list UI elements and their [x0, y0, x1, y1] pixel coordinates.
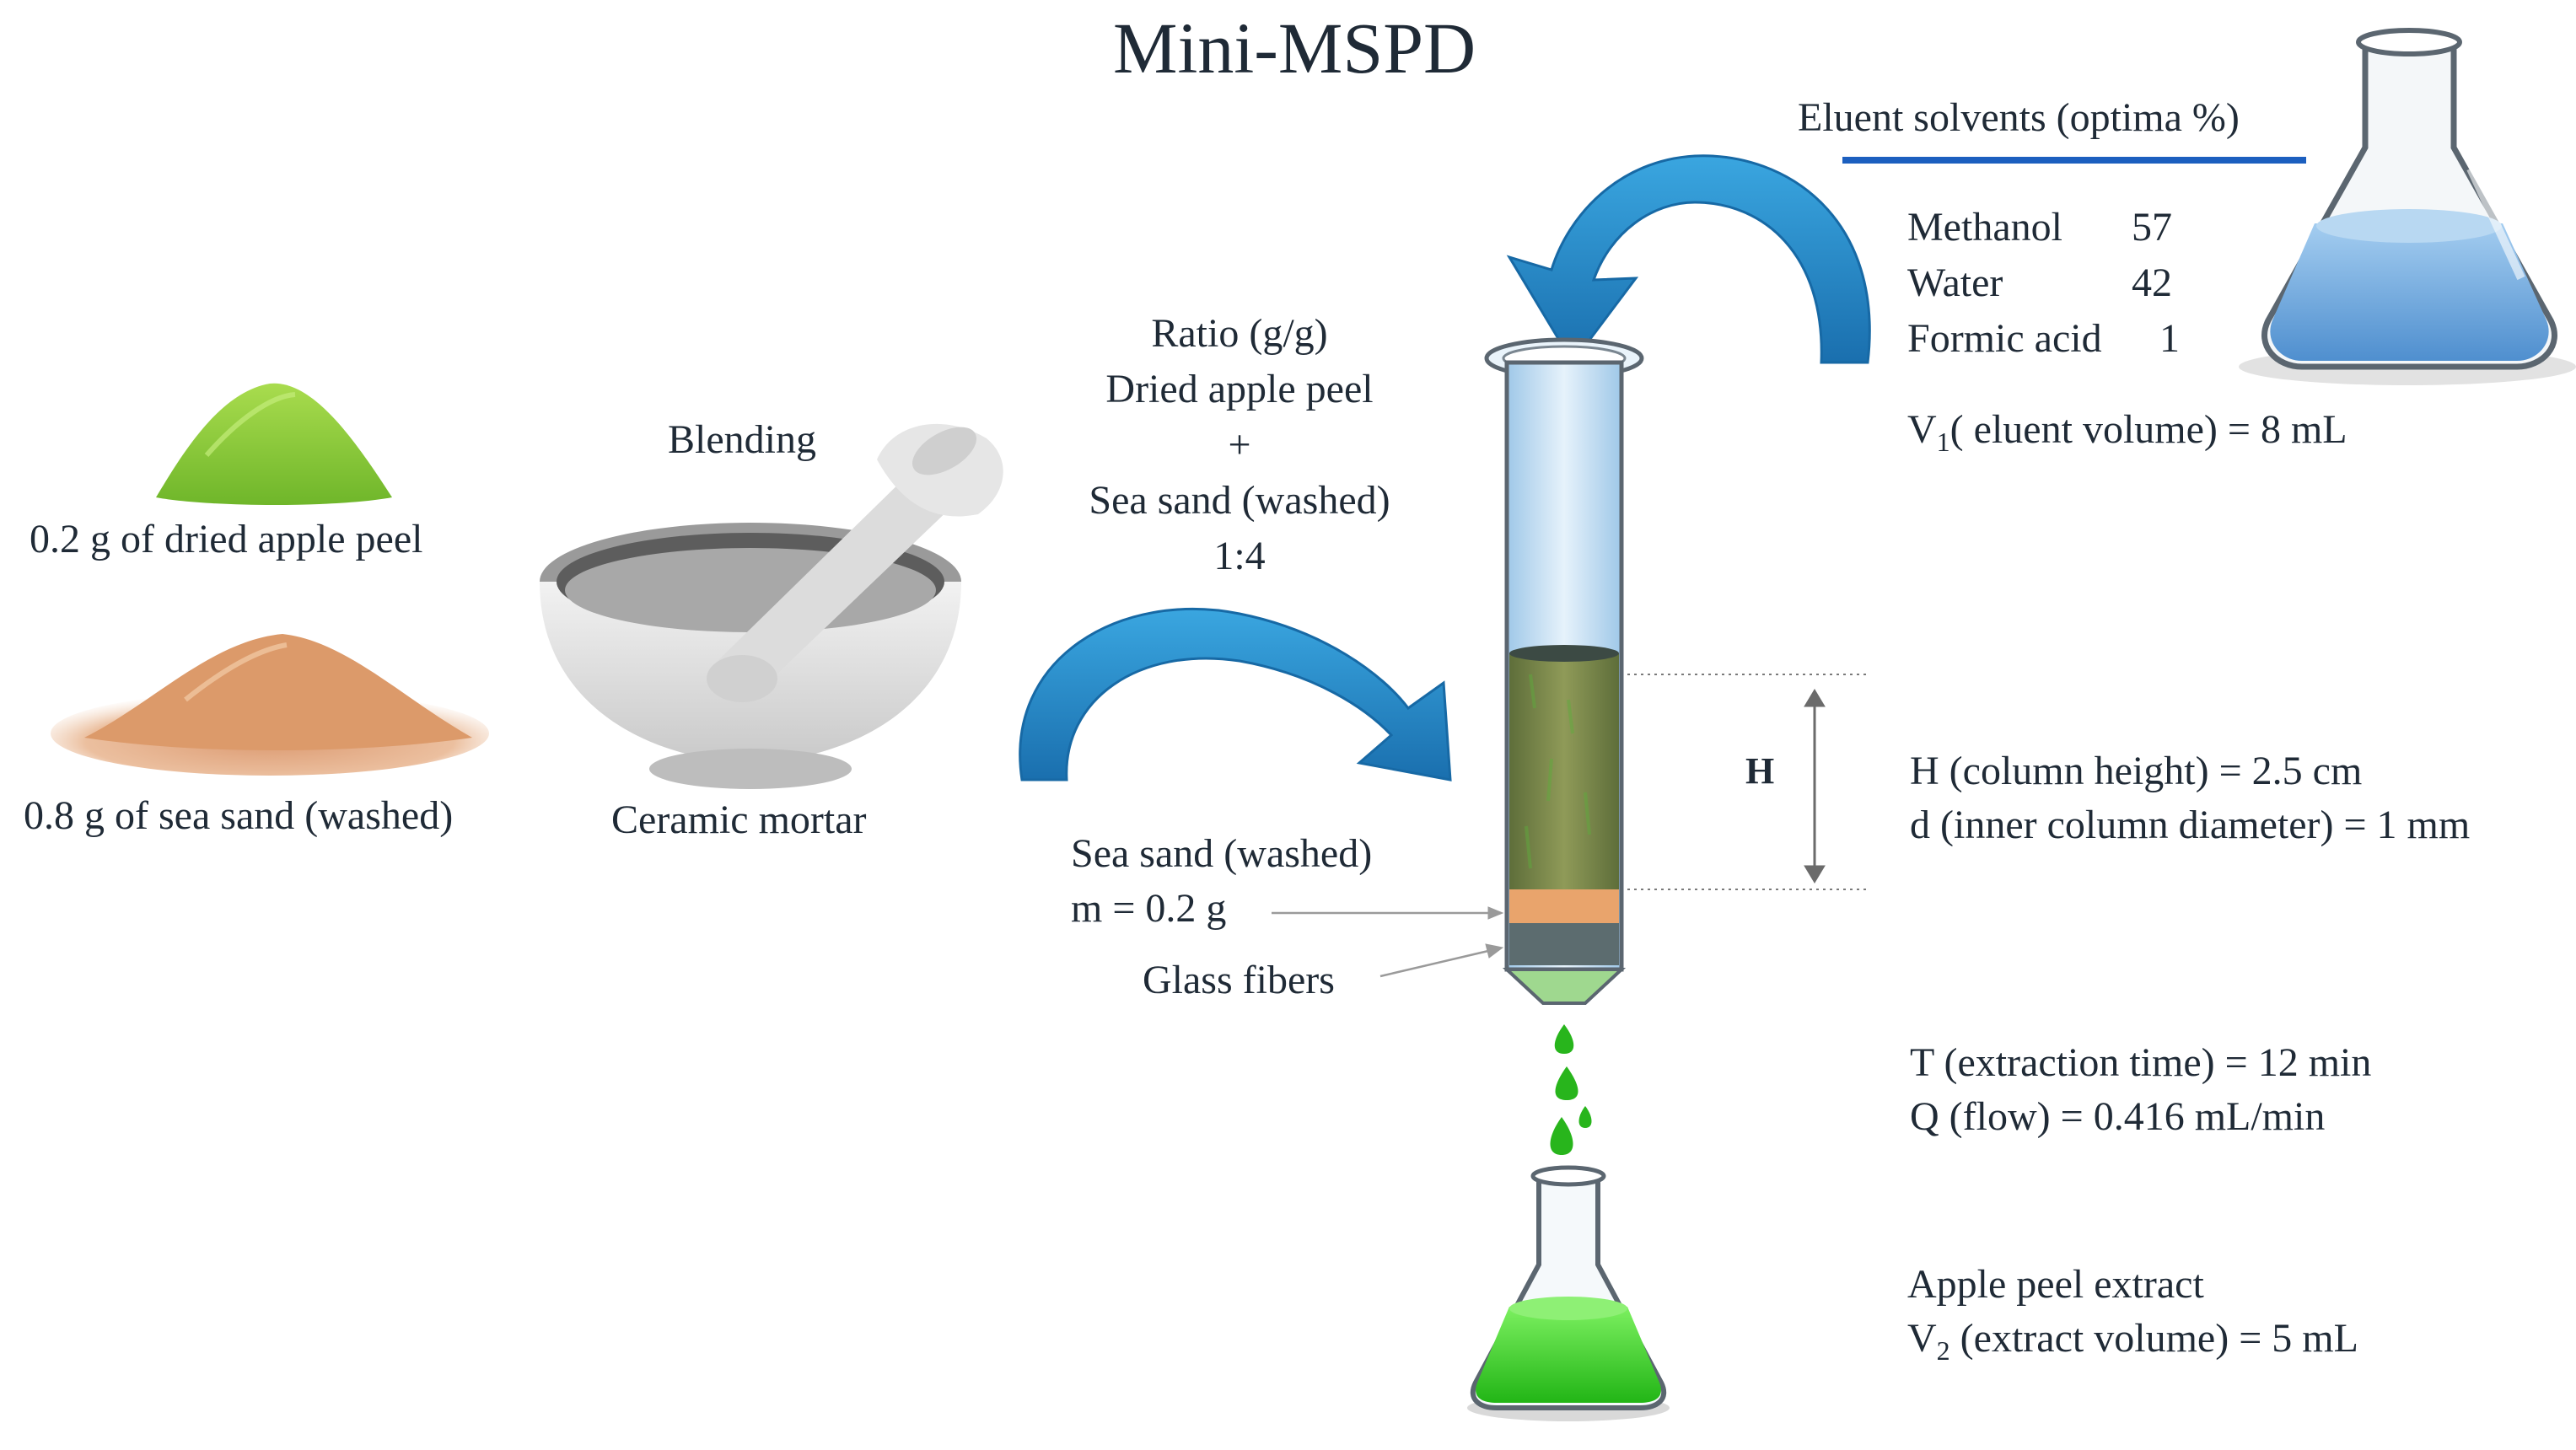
sea-sand-mass-label: m = 0.2 g	[1071, 886, 1227, 931]
ratio-line-1: Ratio (g/g)	[1151, 311, 1328, 356]
extract-flask-icon	[1467, 1165, 1670, 1421]
extract-volume-symbol: V	[1907, 1316, 1937, 1361]
ratio-line-5: 1:4	[1213, 534, 1266, 578]
flow-rate-label: Q (flow) = 0.416 mL/min	[1910, 1094, 2326, 1139]
solvent-row: Formic acid 1	[1907, 315, 2186, 371]
blending-label: Blending	[668, 417, 816, 462]
solvent-name: Methanol	[1907, 205, 2062, 250]
solvent-percent: 57	[2132, 205, 2172, 250]
ratio-line-3: +	[1228, 422, 1251, 467]
transfer-arrow-icon	[1019, 607, 1452, 781]
mortar-pestle-icon	[540, 423, 1003, 789]
solvent-name: Formic acid	[1907, 316, 2102, 361]
eluent-volume-symbol: V	[1907, 407, 1937, 452]
sea-sand-layer-label: Sea sand (washed)	[1071, 831, 1373, 876]
apple-peel-label: 0.2 g of dried apple peel	[30, 517, 423, 561]
solvent-percent: 1	[2159, 316, 2180, 361]
eluent-heading-underline	[1842, 157, 2306, 164]
extract-volume-label: V2 (extract volume) = 5 mL	[1907, 1315, 2358, 1364]
sea-sand-pointer	[1272, 906, 1504, 920]
eluent-volume-label: V1( eluent volume) = 8 mL	[1907, 406, 2347, 455]
solvent-percent: 42	[2132, 260, 2172, 305]
diagram-title: Mini-MSPD	[1113, 8, 1476, 89]
eluent-heading: Eluent solvents (optima %)	[1798, 95, 2240, 140]
mspd-column-icon	[1484, 337, 1644, 1005]
apple-peel-powder-icon	[156, 383, 392, 505]
height-double-arrow	[1804, 689, 1826, 883]
extract-volume-subscript: 2	[1936, 1335, 1950, 1366]
ratio-line-2: Dried apple peel	[1105, 367, 1374, 411]
ratio-block: Ratio (g/g) Dried apple peel + Sea sand …	[1029, 310, 1450, 588]
column-height-label: H (column height) = 2.5 cm	[1910, 749, 2363, 793]
ratio-line-4: Sea sand (washed)	[1089, 478, 1390, 523]
glass-fibers-label: Glass fibers	[1143, 958, 1335, 1002]
ceramic-mortar-label: Ceramic mortar	[611, 798, 867, 842]
eluent-arrow-icon	[1506, 154, 1871, 365]
eluent-volume-text: ( eluent volume) = 8 mL	[1949, 407, 2347, 452]
extract-label: Apple peel extract	[1907, 1262, 2204, 1307]
solvent-row: Methanol 57	[1907, 204, 2186, 260]
height-marker-label: H	[1745, 750, 1775, 792]
solvent-row: Water 42	[1907, 260, 2186, 315]
solvent-name: Water	[1907, 260, 2003, 305]
solvent-list: Methanol 57 Water 42 Formic acid 1	[1907, 204, 2186, 371]
sea-sand-icon	[51, 634, 489, 776]
glass-fibers-pointer	[1379, 943, 1504, 978]
extraction-time-label: T (extraction time) = 12 min	[1910, 1040, 2372, 1085]
extract-volume-text: (extract volume) = 5 mL	[1949, 1316, 2358, 1361]
sea-sand-label: 0.8 g of sea sand (washed)	[24, 793, 454, 838]
green-drops-icon	[1550, 1024, 1592, 1155]
column-diameter-label: d (inner column diameter) = 1 mm	[1910, 803, 2471, 847]
eluent-flask-icon	[2239, 28, 2576, 385]
eluent-volume-subscript: 1	[1936, 427, 1950, 457]
